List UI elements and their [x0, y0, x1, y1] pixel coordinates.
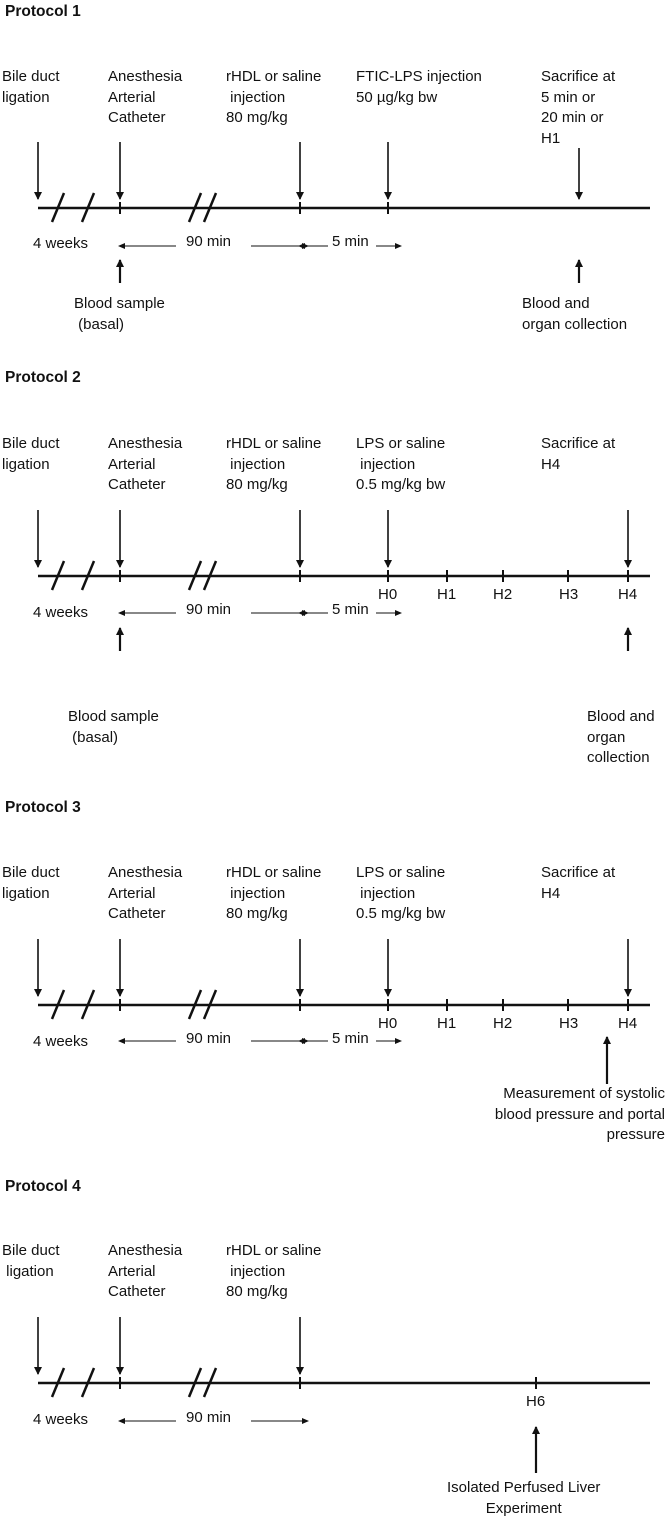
break-mark: [187, 192, 203, 223]
rhdl-injection-label: rHDL or saline injection 80 mg/kg: [226, 68, 322, 126]
tick-label-h2: H2: [493, 586, 513, 603]
protocol-2-graphics: [34, 510, 650, 651]
anesthesia-label: Anesthesia Arterial Catheter: [108, 435, 183, 493]
protocol-3-graphics: [34, 939, 650, 1084]
break-mark: [187, 989, 203, 1020]
tick-label-h3: H3: [559, 586, 579, 603]
anesthesia-label: Anesthesia Arterial Catheter: [108, 864, 183, 922]
weeks-label: 4 weeks: [33, 1033, 89, 1050]
tick-label-h6: H6: [526, 1393, 546, 1410]
rhdl-injection-label: rHDL or saline injection 80 mg/kg: [226, 435, 322, 493]
protocol-1-graphics: [34, 142, 650, 283]
ninety-min-label: 90 min: [186, 601, 232, 618]
lps-injection-label: LPS or saline injection 0.5 mg/kg bw: [356, 435, 446, 493]
bile-duct-ligation-label: Bile duct ligation: [2, 1242, 60, 1280]
break-mark: [202, 192, 218, 223]
protocol-3-title: Protocol 3: [5, 799, 81, 816]
rhdl-injection-label: rHDL or saline injection 80 mg/kg: [226, 1242, 322, 1300]
break-mark: [50, 192, 66, 223]
five-min-label: 5 min: [332, 601, 369, 618]
break-mark: [80, 989, 96, 1020]
sacrifice-label: Sacrifice at 5 min or 20 min or H1: [541, 68, 616, 147]
bile-duct-ligation-label: Bile duct ligation: [2, 864, 60, 902]
bile-duct-ligation-label: Bile duct ligation: [2, 68, 60, 106]
sacrifice-label: Sacrifice at H4: [541, 435, 616, 473]
weeks-label: 4 weeks: [33, 1411, 89, 1428]
break-mark: [187, 560, 203, 591]
weeks-label: 4 weeks: [33, 604, 89, 621]
five-min-label: 5 min: [332, 1030, 369, 1047]
break-mark: [50, 989, 66, 1020]
ninety-min-label: 90 min: [186, 233, 232, 250]
tick-label-h2: H2: [493, 1015, 513, 1032]
rhdl-injection-label: rHDL or saline injection 80 mg/kg: [226, 864, 322, 922]
blood-organ-collection-label: Blood and organ collection: [522, 295, 628, 333]
break-mark: [80, 560, 96, 591]
five-min-label: 5 min: [332, 233, 369, 250]
lps-injection-label: LPS or saline injection 0.5 mg/kg bw: [356, 864, 446, 922]
measurement-label: Measurement of systolic blood pressure a…: [494, 1085, 665, 1143]
protocol-2-title: Protocol 2: [5, 369, 81, 386]
protocol-4-graphics: [34, 1317, 650, 1473]
blood-organ-collection-label: Blood and organ collection: [587, 708, 655, 766]
break-mark: [80, 192, 96, 223]
anesthesia-label: Anesthesia Arterial Catheter: [108, 68, 183, 126]
break-mark: [80, 1367, 96, 1398]
tick-label-h1: H1: [437, 1015, 457, 1032]
tick-label-h3: H3: [559, 1015, 579, 1032]
break-mark: [202, 560, 218, 591]
tick-label-h1: H1: [437, 586, 457, 603]
break-mark: [50, 560, 66, 591]
weeks-label: 4 weeks: [33, 235, 89, 252]
lps-injection-label: FTIC-LPS injection 50 µg/kg bw: [356, 68, 482, 106]
blood-sample-label: Blood sample (basal): [68, 708, 159, 746]
bile-duct-ligation-label: Bile duct ligation: [2, 435, 60, 473]
tick-label-h4: H4: [618, 1015, 638, 1032]
tick-label-h0: H0: [378, 1015, 398, 1032]
blood-sample-label: Blood sample (basal): [74, 295, 165, 333]
protocol-4-title: Protocol 4: [5, 1178, 81, 1195]
ninety-min-label: 90 min: [186, 1030, 232, 1047]
ninety-min-label: 90 min: [186, 1409, 232, 1426]
protocol-1-title: Protocol 1: [5, 3, 81, 20]
perfused-liver-label: Isolated Perfused Liver Experiment: [447, 1479, 601, 1517]
break-mark: [187, 1367, 203, 1398]
break-mark: [50, 1367, 66, 1398]
break-mark: [202, 1367, 218, 1398]
break-mark: [202, 989, 218, 1020]
tick-label-h0: H0: [378, 586, 398, 603]
sacrifice-label: Sacrifice at H4: [541, 864, 616, 902]
anesthesia-label: Anesthesia Arterial Catheter: [108, 1242, 183, 1300]
tick-label-h4: H4: [618, 586, 638, 603]
